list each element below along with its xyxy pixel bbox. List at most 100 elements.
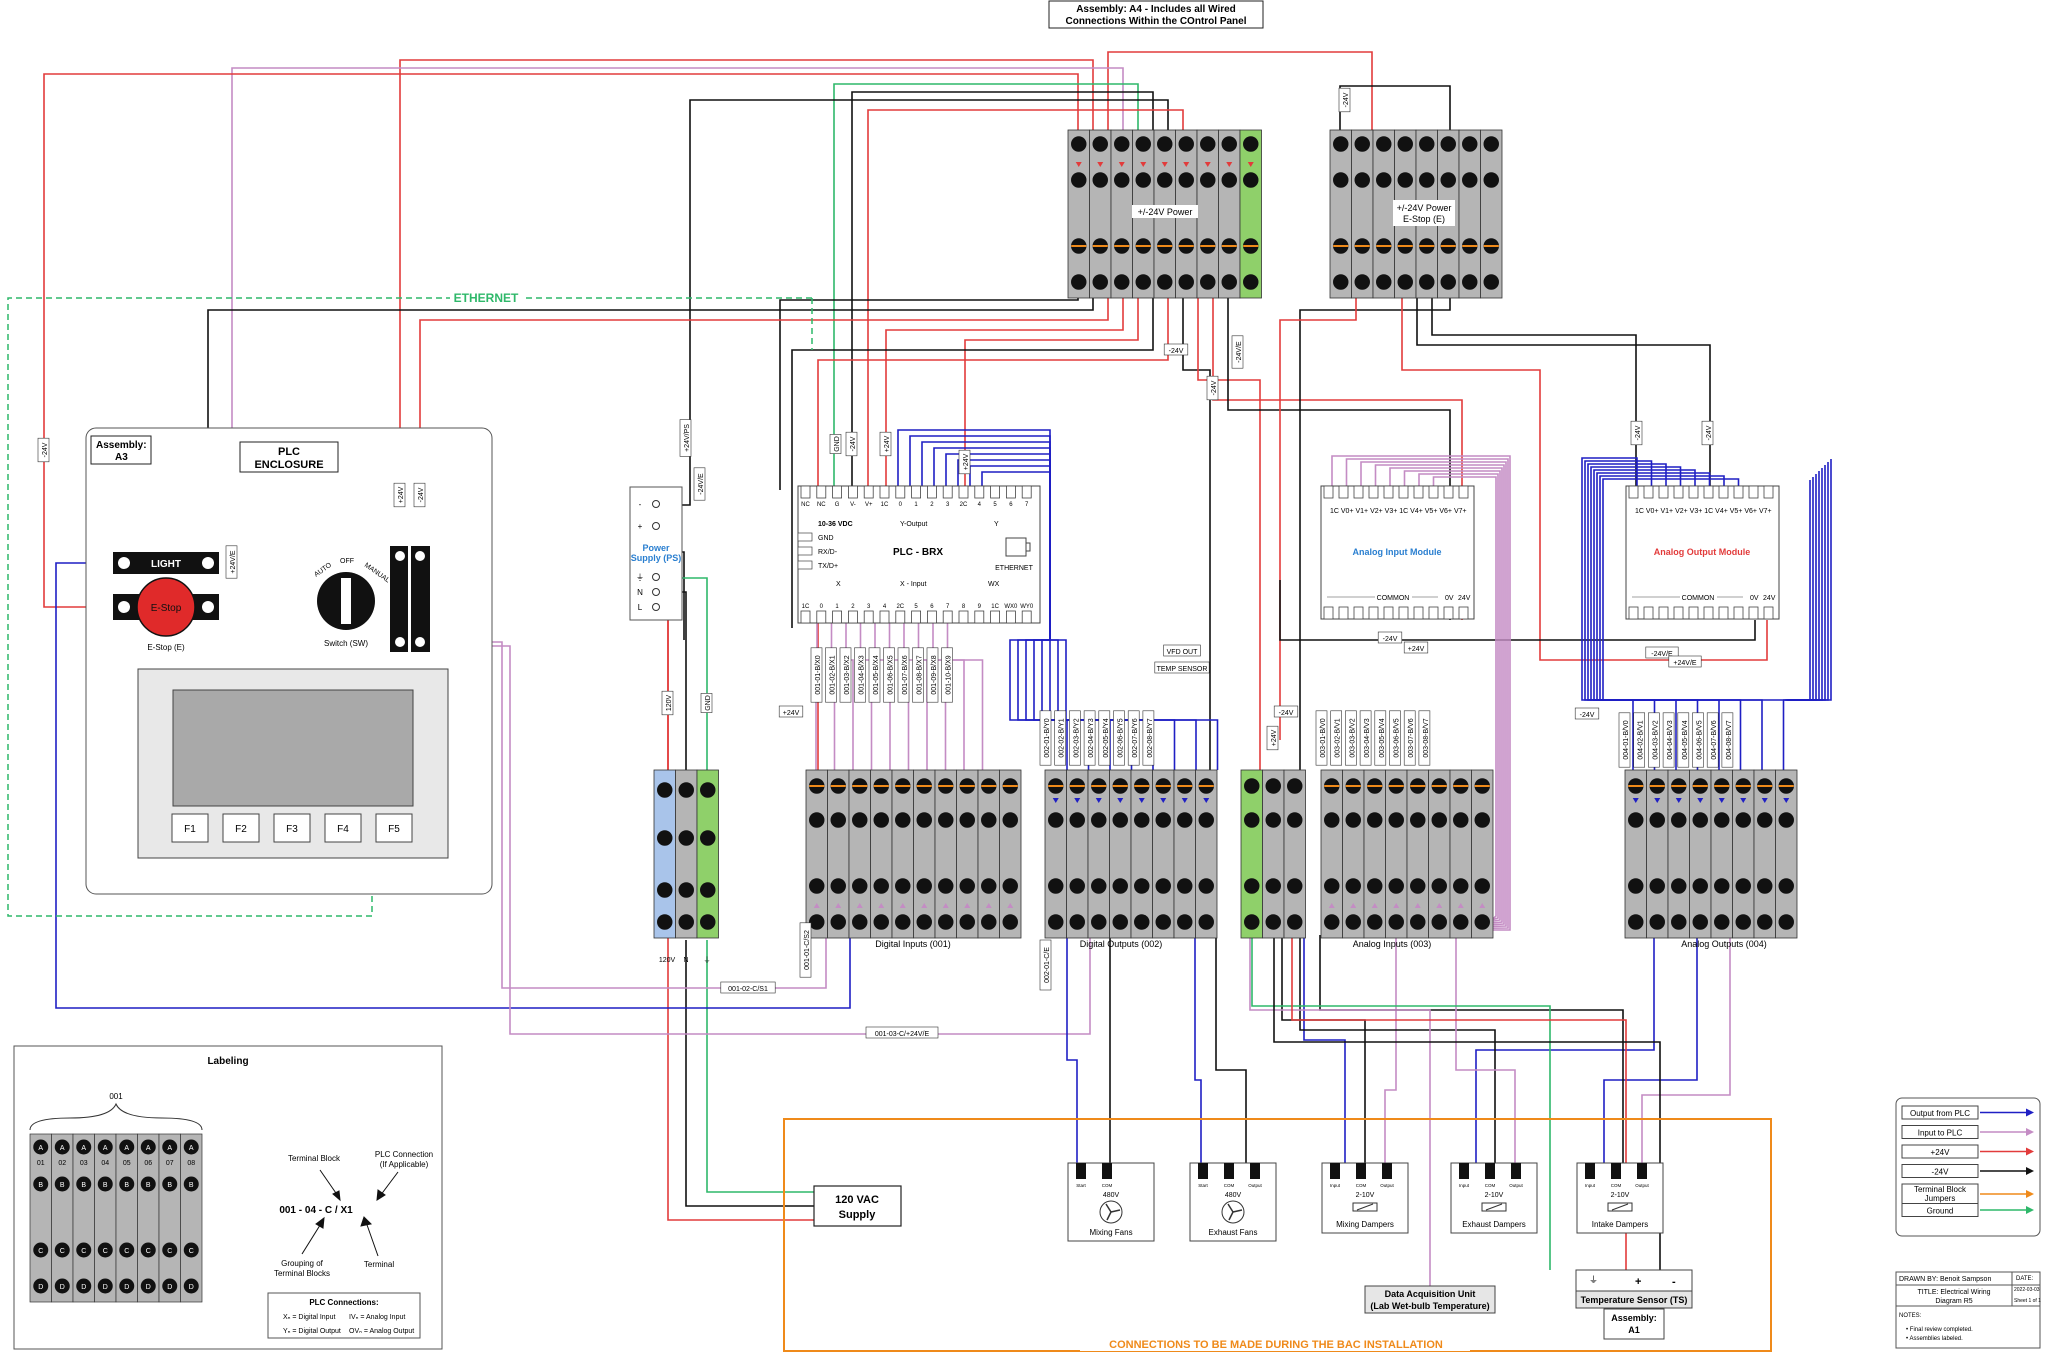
aom-bot-pin[interactable] bbox=[1703, 606, 1714, 620]
plc-bot-pins-pin[interactable] bbox=[990, 610, 1000, 624]
analog-outputs-block-terminal[interactable] bbox=[1689, 769, 1712, 939]
ground-terminal-block-terminal[interactable] bbox=[1240, 769, 1263, 939]
analog-outputs-block-terminal[interactable] bbox=[1732, 769, 1755, 939]
aim-bot-pin[interactable] bbox=[1323, 606, 1334, 620]
digital-outputs-block-terminal[interactable] bbox=[1130, 769, 1153, 939]
plc-top-pins-pin[interactable] bbox=[990, 485, 1000, 499]
plc-top-pins-pin[interactable] bbox=[942, 485, 953, 499]
bac-pin[interactable] bbox=[1611, 1163, 1621, 1179]
aim-top-pin[interactable] bbox=[1428, 485, 1439, 499]
estop-button[interactable] bbox=[136, 577, 196, 637]
plc-bot-pins-pin[interactable] bbox=[974, 610, 985, 624]
plc-top-pins-pin[interactable] bbox=[800, 485, 811, 499]
aom-bot-pin[interactable] bbox=[1658, 606, 1669, 620]
digital-inputs-block-terminal[interactable] bbox=[977, 769, 1000, 939]
power-24v-estop-block-terminal[interactable] bbox=[1372, 129, 1395, 299]
ps-pin[interactable] bbox=[652, 500, 660, 508]
digital-inputs-block-terminal[interactable] bbox=[956, 769, 979, 939]
aim-bot-pin[interactable] bbox=[1383, 606, 1394, 620]
hmi-key-f3[interactable] bbox=[273, 813, 311, 843]
bac-pin[interactable] bbox=[1330, 1163, 1340, 1179]
analog-outputs-block-terminal[interactable] bbox=[1710, 769, 1733, 939]
power-24v-block-terminal[interactable] bbox=[1218, 129, 1241, 299]
hmi-key-f4[interactable] bbox=[324, 813, 362, 843]
plc-bot-pins-pin[interactable] bbox=[816, 610, 827, 624]
plc-top-pins-pin[interactable] bbox=[863, 485, 874, 499]
plc-bot-pins-pin[interactable] bbox=[895, 610, 906, 624]
plc-bot-pins-pin[interactable] bbox=[942, 610, 953, 624]
digital-inputs-block-terminal[interactable] bbox=[999, 769, 1022, 939]
plc-bot-pins-pin[interactable] bbox=[958, 610, 969, 624]
hmi-key-f5[interactable] bbox=[375, 813, 413, 843]
plc-top-pins-pin[interactable] bbox=[816, 485, 827, 499]
plc-top-pins-pin[interactable] bbox=[1021, 485, 1032, 499]
plc-top-pins-pin[interactable] bbox=[879, 485, 890, 499]
plc-top-pins-pin[interactable] bbox=[832, 485, 842, 499]
digital-outputs-block-terminal[interactable] bbox=[1087, 769, 1110, 939]
hmi-key-f1[interactable] bbox=[171, 813, 209, 843]
bac-pin[interactable] bbox=[1485, 1163, 1495, 1179]
digital-inputs-block-terminal[interactable] bbox=[891, 769, 914, 939]
bac-pin[interactable] bbox=[1382, 1163, 1392, 1179]
aom-top-pin[interactable] bbox=[1748, 485, 1759, 499]
aim-top-pin[interactable] bbox=[1368, 485, 1379, 499]
digital-outputs-block-terminal[interactable] bbox=[1152, 769, 1175, 939]
power-24v-estop-block-terminal[interactable] bbox=[1480, 129, 1503, 299]
aim-top-pin[interactable] bbox=[1398, 485, 1409, 499]
bac-pin[interactable] bbox=[1459, 1163, 1469, 1179]
analog-inputs-block-terminal[interactable] bbox=[1406, 769, 1429, 939]
aom-top-pin[interactable] bbox=[1673, 485, 1684, 499]
aim-bot-pin[interactable] bbox=[1458, 606, 1469, 620]
analog-inputs-block-terminal[interactable] bbox=[1363, 769, 1386, 939]
plc-bot-pins-pin[interactable] bbox=[1006, 610, 1016, 624]
plc-bot-pins-pin[interactable] bbox=[848, 610, 858, 624]
ground-terminal-block-terminal[interactable] bbox=[1283, 769, 1306, 939]
plc-top-pins-pin[interactable] bbox=[911, 485, 921, 499]
digital-outputs-block-terminal[interactable] bbox=[1066, 769, 1089, 939]
power-24v-block-terminal[interactable] bbox=[1196, 129, 1219, 299]
aom-top-pin[interactable] bbox=[1763, 485, 1774, 499]
digital-outputs-block-terminal[interactable] bbox=[1109, 769, 1132, 939]
power-supply-terminal-block-terminal[interactable] bbox=[696, 769, 719, 939]
power-24v-estop-block-terminal[interactable] bbox=[1329, 129, 1352, 299]
aom-top-pin[interactable] bbox=[1658, 485, 1669, 499]
aom-top-pin[interactable] bbox=[1643, 485, 1654, 499]
aom-bot-pin[interactable] bbox=[1628, 606, 1639, 620]
light-indicator[interactable] bbox=[113, 552, 219, 574]
bac-pin[interactable] bbox=[1224, 1163, 1234, 1179]
bac-pin[interactable] bbox=[1076, 1163, 1086, 1179]
aom-top-pin[interactable] bbox=[1733, 485, 1744, 499]
aim-bot-pin[interactable] bbox=[1338, 606, 1349, 620]
analog-inputs-block-terminal[interactable] bbox=[1342, 769, 1365, 939]
digital-inputs-block-terminal[interactable] bbox=[913, 769, 936, 939]
aim-top-pin[interactable] bbox=[1353, 485, 1364, 499]
plc-ethernet-port[interactable]: ETHERNET bbox=[995, 565, 1033, 572]
analog-outputs-block-terminal[interactable] bbox=[1646, 769, 1669, 939]
aom-top-pin[interactable] bbox=[1688, 485, 1699, 499]
aom-top-pin[interactable] bbox=[1703, 485, 1714, 499]
aom-bot-pin[interactable] bbox=[1643, 606, 1654, 620]
bac-pin[interactable] bbox=[1511, 1163, 1521, 1179]
aim-top-pin[interactable] bbox=[1338, 485, 1349, 499]
digital-outputs-block-terminal[interactable] bbox=[1195, 769, 1218, 939]
plc-top-pins-pin[interactable] bbox=[927, 485, 937, 499]
plc-top-pins-pin[interactable] bbox=[895, 485, 906, 499]
digital-outputs-block-terminal[interactable] bbox=[1044, 769, 1067, 939]
aim-bot-pin[interactable] bbox=[1443, 606, 1454, 620]
analog-inputs-block-terminal[interactable] bbox=[1385, 769, 1408, 939]
plc-top-pins-pin[interactable] bbox=[974, 485, 985, 499]
aom-bot-pin[interactable] bbox=[1733, 606, 1744, 620]
bac-pin[interactable] bbox=[1250, 1163, 1260, 1179]
aom-bot-pin[interactable] bbox=[1673, 606, 1684, 620]
ps-pin[interactable] bbox=[652, 522, 660, 530]
ground-terminal-block-terminal[interactable] bbox=[1262, 769, 1285, 939]
bac-pin[interactable] bbox=[1356, 1163, 1366, 1179]
plc-top-pins-pin[interactable] bbox=[848, 485, 858, 499]
plc-bot-pins-pin[interactable] bbox=[800, 610, 811, 624]
digital-inputs-block-terminal[interactable] bbox=[827, 769, 850, 939]
aom-top-pin[interactable] bbox=[1628, 485, 1639, 499]
analog-inputs-block-terminal[interactable] bbox=[1471, 769, 1494, 939]
hmi-key-f2[interactable] bbox=[222, 813, 260, 843]
bac-pin[interactable] bbox=[1585, 1163, 1595, 1179]
ps-pin[interactable] bbox=[652, 603, 660, 611]
